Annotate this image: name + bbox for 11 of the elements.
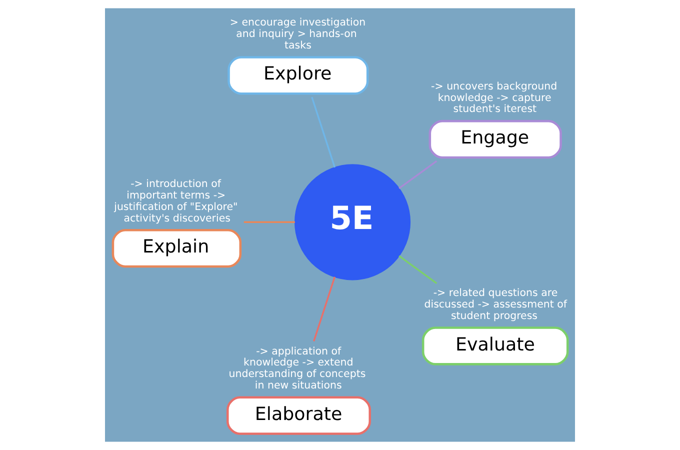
connector bbox=[398, 160, 438, 189]
node-label: -> related questions are discussed -> assessment of student progress bbox=[424, 287, 568, 322]
node-label: -> application of knowledge -> extend understanding of concepts in new situations bbox=[228, 345, 366, 392]
connector bbox=[244, 221, 295, 223]
connector bbox=[398, 255, 438, 284]
connector bbox=[311, 96, 336, 168]
node-circle: 5E bbox=[294, 164, 411, 280]
node-label: -> introduction of important terms -> justification of "Explore" activity's discoveries bbox=[114, 178, 238, 224]
node-label: > encourage investigation and inquiry > hands-on tasks bbox=[230, 16, 366, 52]
connector bbox=[313, 276, 336, 342]
node-label: -> uncovers background knowledge -> capture student's iterest bbox=[431, 80, 558, 116]
